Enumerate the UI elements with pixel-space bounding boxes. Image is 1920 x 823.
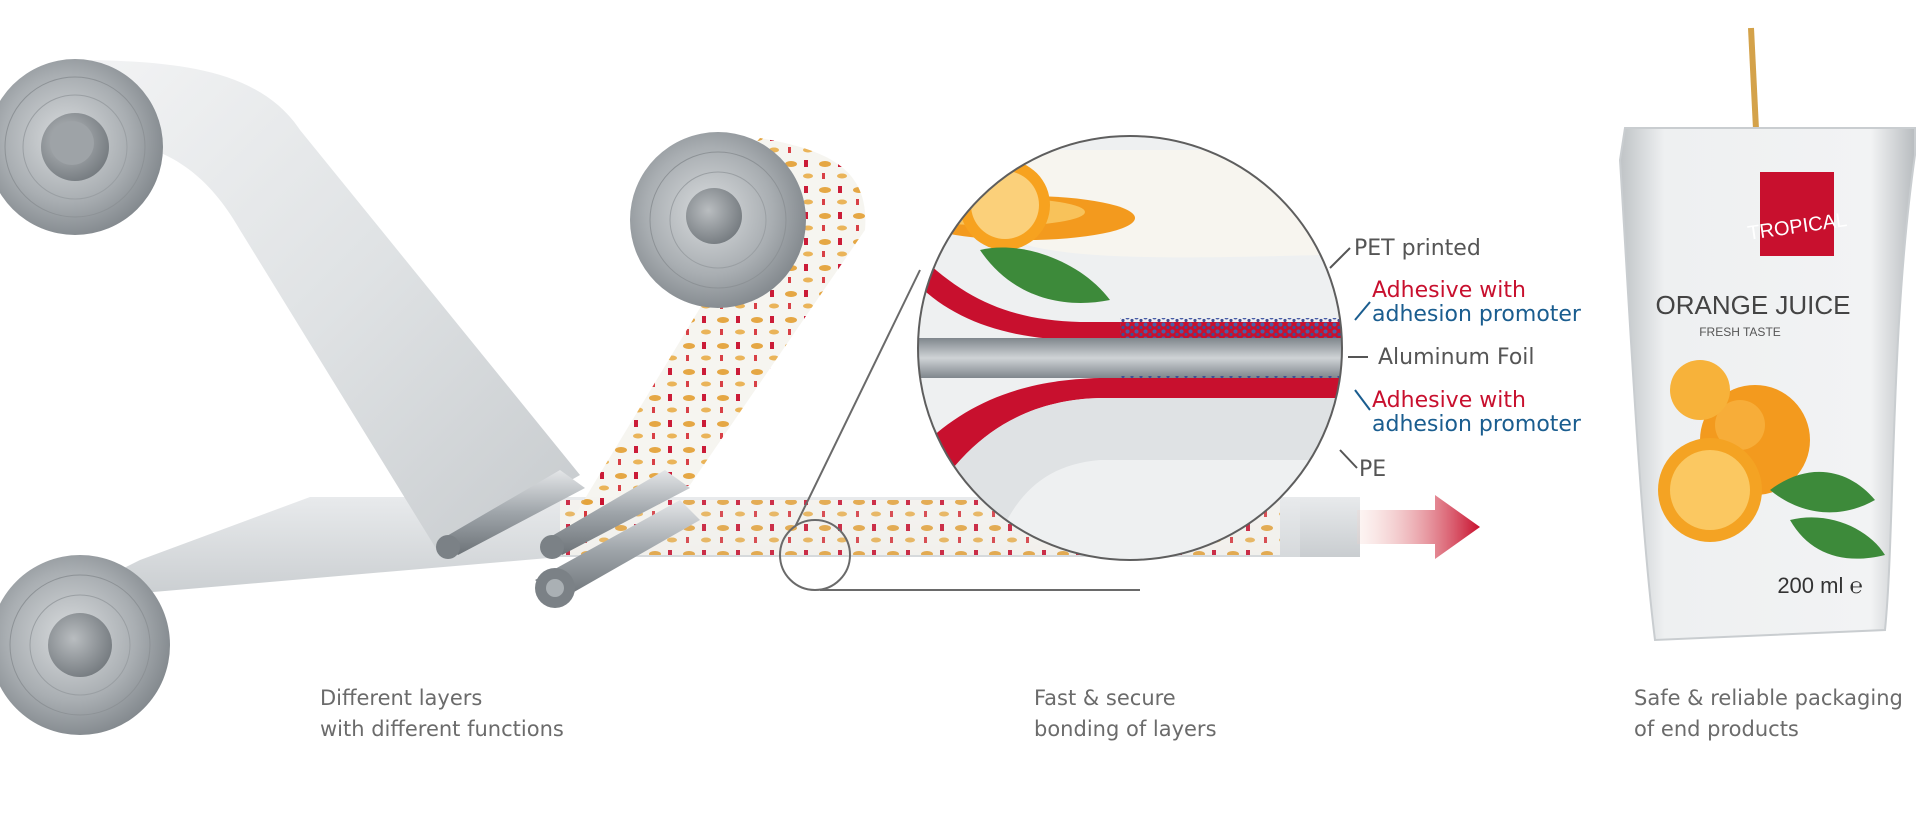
orange-slice-small — [1670, 360, 1730, 420]
label-pet-printed: PET printed — [1354, 236, 1481, 261]
caption-2-line-2: bonding of layers — [1034, 717, 1217, 741]
caption-3-line-1: Safe & reliable packaging — [1634, 686, 1903, 710]
caption-3-line-2: of end products — [1634, 717, 1799, 741]
top-left-film-roll — [0, 59, 163, 235]
magnifier — [779, 135, 1343, 591]
laminate-output — [1300, 497, 1360, 557]
label-adhesive-top-line1: Adhesive with — [1372, 278, 1526, 303]
caption-different-layers: Different layers with different function… — [320, 683, 564, 745]
leaf-print — [980, 247, 1110, 303]
juice-pouch: TROPICAL ORANGE JUICE FRESH TASTE 200 ml… — [1618, 27, 1916, 642]
label-pe: PE — [1359, 457, 1386, 482]
adhesive-bottom-layer — [918, 378, 1342, 520]
product-name: ORANGE JUICE — [1655, 290, 1850, 320]
layer-labels: PET printed Adhesive with adhesion promo… — [1329, 236, 1582, 482]
aluminum-foil-layer — [918, 338, 1342, 378]
guide-rollers — [436, 470, 700, 608]
label-adhesive-bottom-line1: Adhesive with — [1372, 388, 1526, 413]
brand-badge — [1760, 172, 1834, 256]
adhesion-promoter-top — [1120, 318, 1342, 338]
caption-1-line-1: Different layers — [320, 686, 483, 710]
bottom-left-film-roll — [0, 555, 170, 735]
process-direction-arrow — [1357, 495, 1480, 559]
caption-1-line-2: with different functions — [320, 717, 564, 741]
label-adhesive-bottom-line2: adhesion promoter — [1372, 412, 1582, 437]
product-tagline: FRESH TASTE — [1699, 325, 1781, 339]
caption-2-line-1: Fast & secure — [1034, 686, 1176, 710]
caption-safe-packaging: Safe & reliable packaging of end product… — [1634, 683, 1903, 745]
label-aluminum-foil: Aluminum Foil — [1378, 345, 1535, 370]
printed-film-roll — [630, 132, 806, 308]
adhesive-top-layer — [918, 240, 1342, 340]
magnifier-source-spot — [779, 519, 851, 591]
pe-layer — [920, 398, 1342, 560]
label-adhesive-top-line2: adhesion promoter — [1372, 302, 1582, 327]
caption-bonding-layers: Fast & secure bonding of layers — [1034, 683, 1217, 745]
volume-label: 200 ml ℮ — [1777, 573, 1862, 598]
orange-leaves — [1770, 471, 1885, 559]
top-film-sheet — [90, 60, 580, 555]
